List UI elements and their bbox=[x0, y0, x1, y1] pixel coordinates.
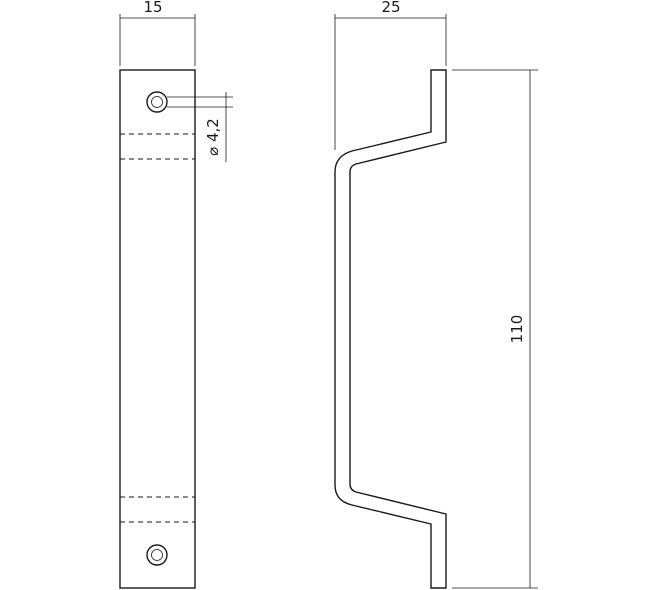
side-handle-profile bbox=[334, 69, 447, 589]
side-depth-dimension: 25 bbox=[334, 0, 447, 150]
front-width-label: 15 bbox=[143, 0, 162, 16]
front-screw-hole-bottom bbox=[146, 544, 168, 566]
side-height-dimension: 110 bbox=[452, 69, 538, 589]
side-height-label: 110 bbox=[508, 315, 526, 344]
front-plate-outline bbox=[119, 69, 196, 589]
front-width-dimension: 15 bbox=[119, 0, 196, 66]
front-view: 15 ⌀ 4,2 bbox=[119, 0, 233, 589]
front-hole-dimension: ⌀ 4,2 bbox=[167, 92, 233, 162]
front-screw-hole-top bbox=[146, 91, 168, 113]
front-hole-label: ⌀ 4,2 bbox=[204, 118, 222, 156]
side-depth-label: 25 bbox=[381, 0, 400, 16]
side-view: 25 110 bbox=[334, 0, 538, 589]
